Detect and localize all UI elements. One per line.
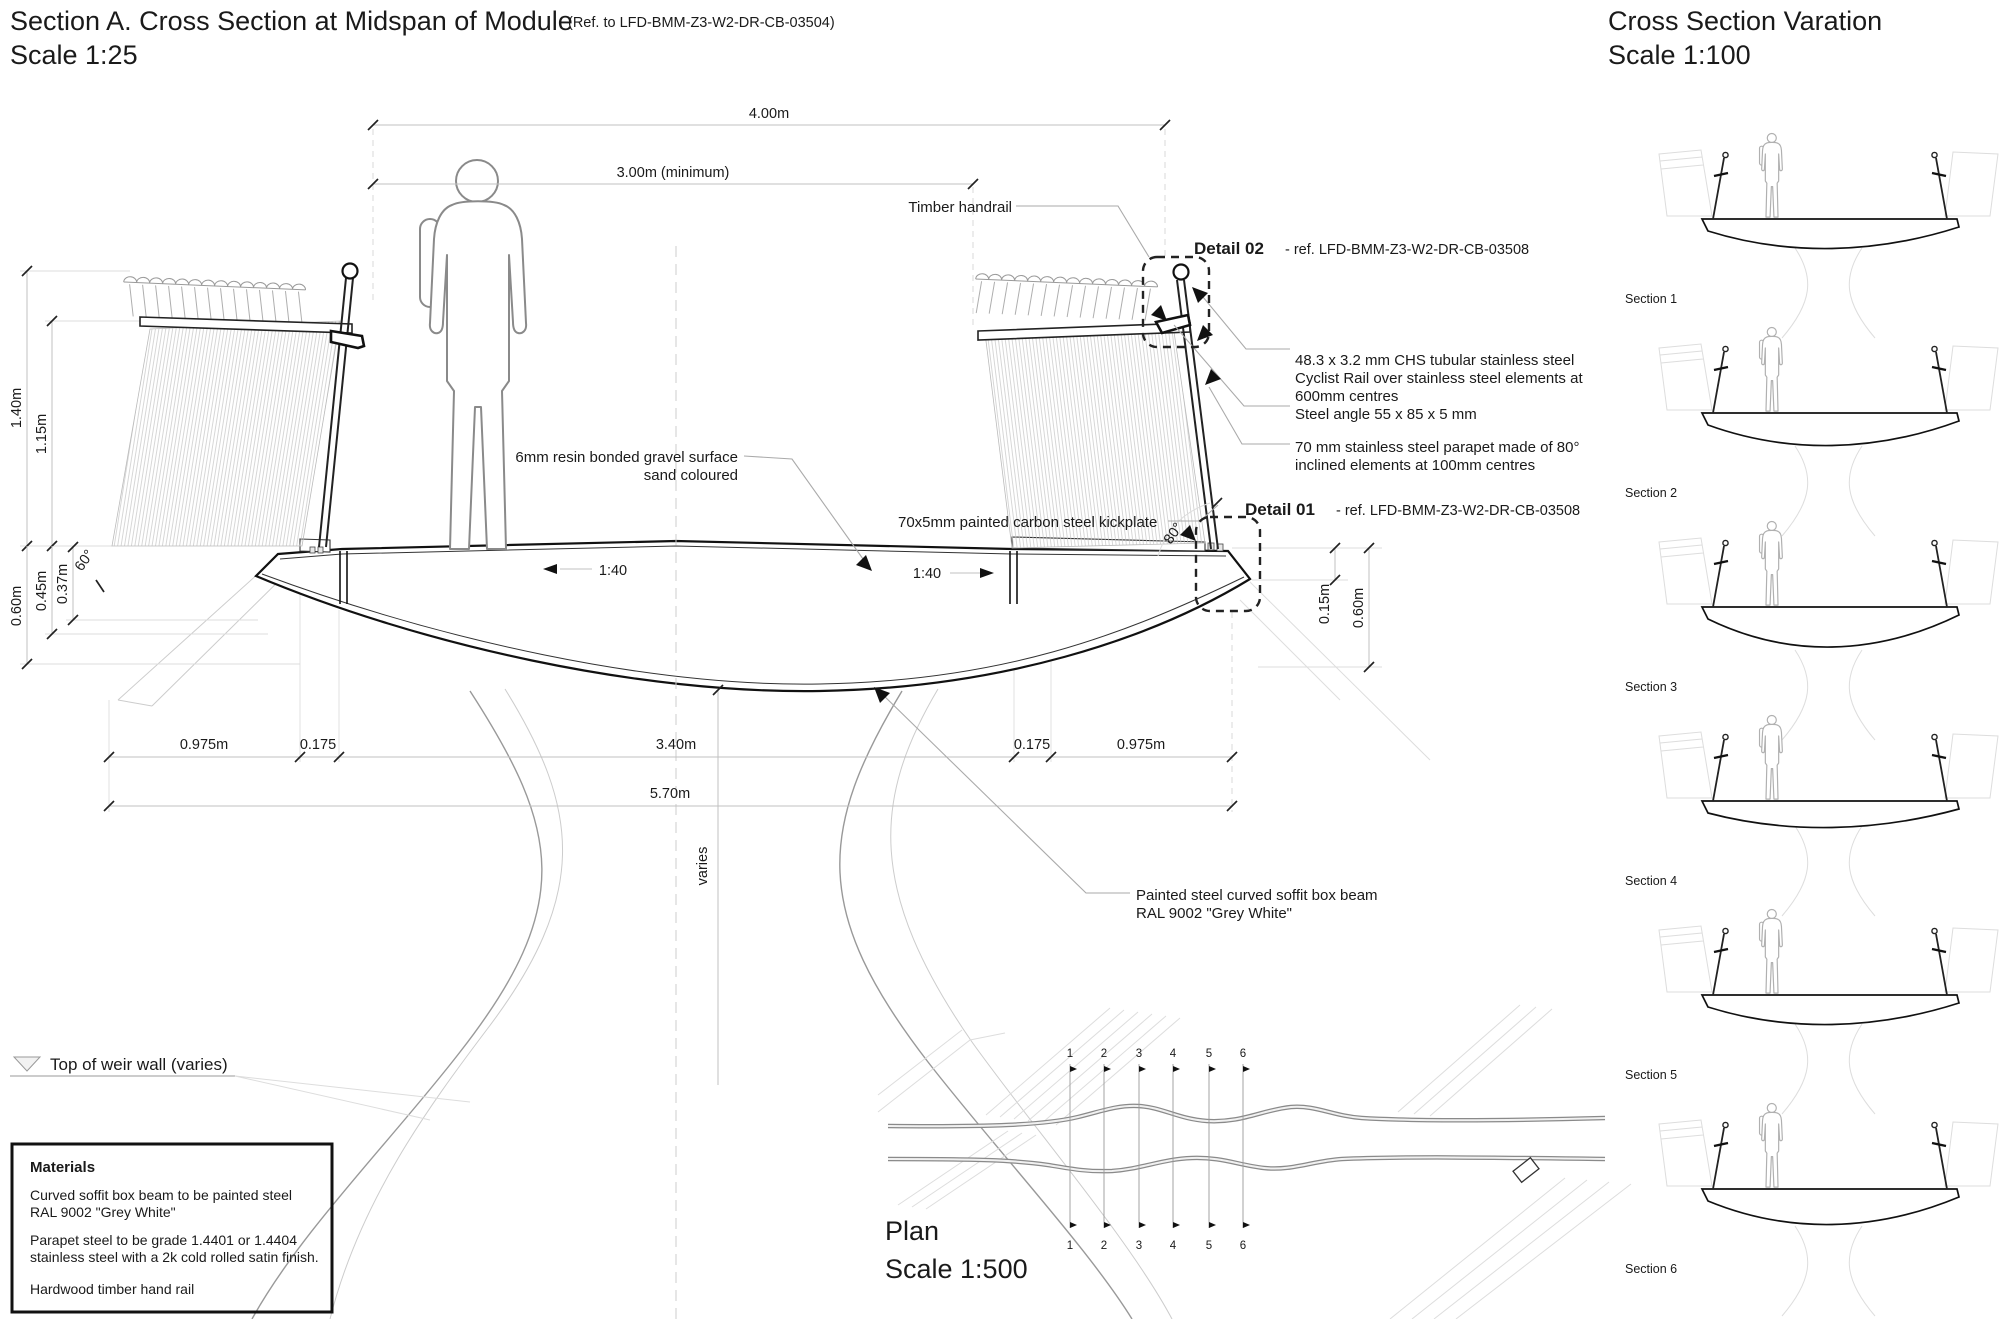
dim-top-width: 4.00m [749,106,789,122]
gravel-label-2: sand coloured [644,467,738,484]
annotations: Timber handrail 6mm resin bonded gravel … [515,199,1583,922]
dim-left-045: 0.45m [34,571,50,611]
variation-section-5: Section 5 [1625,908,1999,1115]
leader-lines [743,205,1290,894]
page-title: Section A. Cross Section at Midspan of M… [10,6,573,36]
dim-left-037: 0.37m [55,564,71,604]
detail-01-ref: - ref. LFD-BMM-Z3-W2-DR-CB-03508 [1336,503,1580,519]
variation-section-6: Section 6 [1625,1102,1999,1317]
left-cyclist-rail [341,262,359,280]
dim-varies: varies [695,847,711,886]
right-parapet [975,263,1219,557]
dim-bottom-3: 0.175 [1014,737,1050,753]
grid-label-bottom-5: 5 [1206,1240,1212,1252]
materials-line-4: stainless steel with a 2k cold rolled sa… [30,1249,319,1265]
steel-angle-label: Steel angle 55 x 85 x 5 mm [1295,406,1477,423]
left-rail-band [139,316,353,334]
parapet-label-1: 70 mm stainless steel parapet made of 80… [1295,439,1579,456]
dim-left-115: 1.15m [34,414,50,454]
materials-line-3: Parapet steel to be grade 1.4401 or 1.44… [30,1232,297,1248]
section-1-label: Section 1 [1625,292,1677,306]
cross-section-variations: Section 1 Section 2 Section 3 [1625,132,1999,1317]
chs-label-3: 600mm centres [1295,388,1398,405]
gravel-label-1: 6mm resin bonded gravel surface [515,449,738,466]
dim-slope-left: 1:40 [599,563,627,579]
grid-label-top-2: 2 [1101,1048,1107,1060]
detail-02-ref: - ref. LFD-BMM-Z3-W2-DR-CB-03508 [1285,242,1529,258]
soffit-label-2: RAL 9002 "Grey White" [1136,905,1292,922]
variation-section-1: Section 1 [1625,132,1999,339]
variation-section-2: Section 2 [1625,326,1999,537]
page-title-ref: (Ref. to LFD-BMM-Z3-W2-DR-CB-03504) [568,15,835,31]
variation-scale: Scale 1:100 [1608,40,1751,70]
plan-scale: Scale 1:500 [885,1254,1028,1284]
section-5-label: Section 5 [1625,1068,1677,1082]
soffit-label-1: Painted steel curved soffit box beam [1136,887,1378,904]
grid-label-top-3: 3 [1136,1048,1142,1060]
chs-label-2: Cyclist Rail over stainless steel elemen… [1295,370,1583,387]
grid-label-top-6: 6 [1240,1048,1246,1060]
variation-section-3: Section 3 [1625,520,1999,741]
dim-left-060: 0.60m [9,586,25,626]
grid-label-bottom-4: 4 [1170,1240,1177,1252]
dim-left-angle: 60° [72,547,98,574]
grid-label-top-1: 1 [1067,1048,1073,1060]
dim-clear-width: 3.00m (minimum) [617,165,730,181]
dim-bottom-2: 3.40m [656,737,696,753]
page-scale: Scale 1:25 [10,40,138,70]
section-2-label: Section 2 [1625,486,1677,500]
variation-title: Cross Section Varation [1608,6,1882,36]
weir-wall-label: Top of weir wall (varies) [10,1055,471,1121]
section-6-label: Section 6 [1625,1262,1677,1276]
level-marker-icon [12,1056,42,1072]
grid-label-top-4: 4 [1170,1048,1177,1060]
materials-line-1: Curved soffit box beam to be painted ste… [30,1187,292,1203]
grid-label-top-5: 5 [1206,1048,1212,1060]
dim-left-140: 1.40m [9,388,25,428]
left-parapet-inclined-elements [111,320,341,547]
materials-line-5: Hardwood timber hand rail [30,1281,194,1297]
dim-right-015: 0.15m [1317,584,1333,624]
left-parapet [111,262,366,548]
detail-01-box [1194,515,1262,613]
right-steel-angle [1154,313,1192,335]
dim-slope-right: 1:40 [913,566,941,582]
variation-section-4: Section 4 [1625,714,1999,917]
parapet-label-2: inclined elements at 100mm centres [1295,457,1535,474]
deck-box-beam [254,536,1252,693]
timber-handrail-label: Timber handrail [908,199,1012,216]
plan-grid-lines: 1 2 3 4 5 6 1 2 3 4 5 6 [1067,1048,1250,1252]
weir-wall-text: Top of weir wall (varies) [50,1055,228,1074]
section-3-label: Section 3 [1625,680,1677,694]
grid-label-bottom-1: 1 [1067,1240,1073,1252]
left-steel-angle [329,329,366,350]
dim-total-width: 5.70m [650,786,690,802]
person-figure [419,159,528,550]
materials-line-2: RAL 9002 "Grey White" [30,1204,176,1220]
right-cyclist-rail [1172,263,1190,281]
detail-02-box [1141,255,1211,349]
dim-bottom-1: 0.175 [300,737,336,753]
grid-label-bottom-6: 6 [1240,1240,1246,1252]
chs-label-1: 48.3 x 3.2 mm CHS tubular stainless stee… [1295,352,1574,369]
dim-right-060: 0.60m [1351,588,1367,628]
section-4-label: Section 4 [1625,874,1677,888]
detail-02-label: Detail 02 [1194,239,1264,258]
dim-bottom-4: 0.975m [1117,737,1165,753]
plan-structure-marker [1512,1156,1540,1184]
detail-01-label: Detail 01 [1245,500,1315,519]
titles: Section A. Cross Section at Midspan of M… [10,6,1882,70]
kickplate-label: 70x5mm painted carbon steel kickplate [898,514,1157,531]
materials-title: Materials [30,1159,95,1176]
dim-bottom-0: 0.975m [180,737,228,753]
materials-box: Materials Curved soffit box beam to be p… [10,1142,334,1314]
plan-view: 1 2 3 4 5 6 1 2 3 4 5 6 Plan Scale 1:500 [877,1004,1632,1319]
grid-label-bottom-3: 3 [1136,1240,1142,1252]
grid-label-bottom-2: 2 [1101,1240,1107,1252]
plan-title: Plan [885,1216,939,1246]
